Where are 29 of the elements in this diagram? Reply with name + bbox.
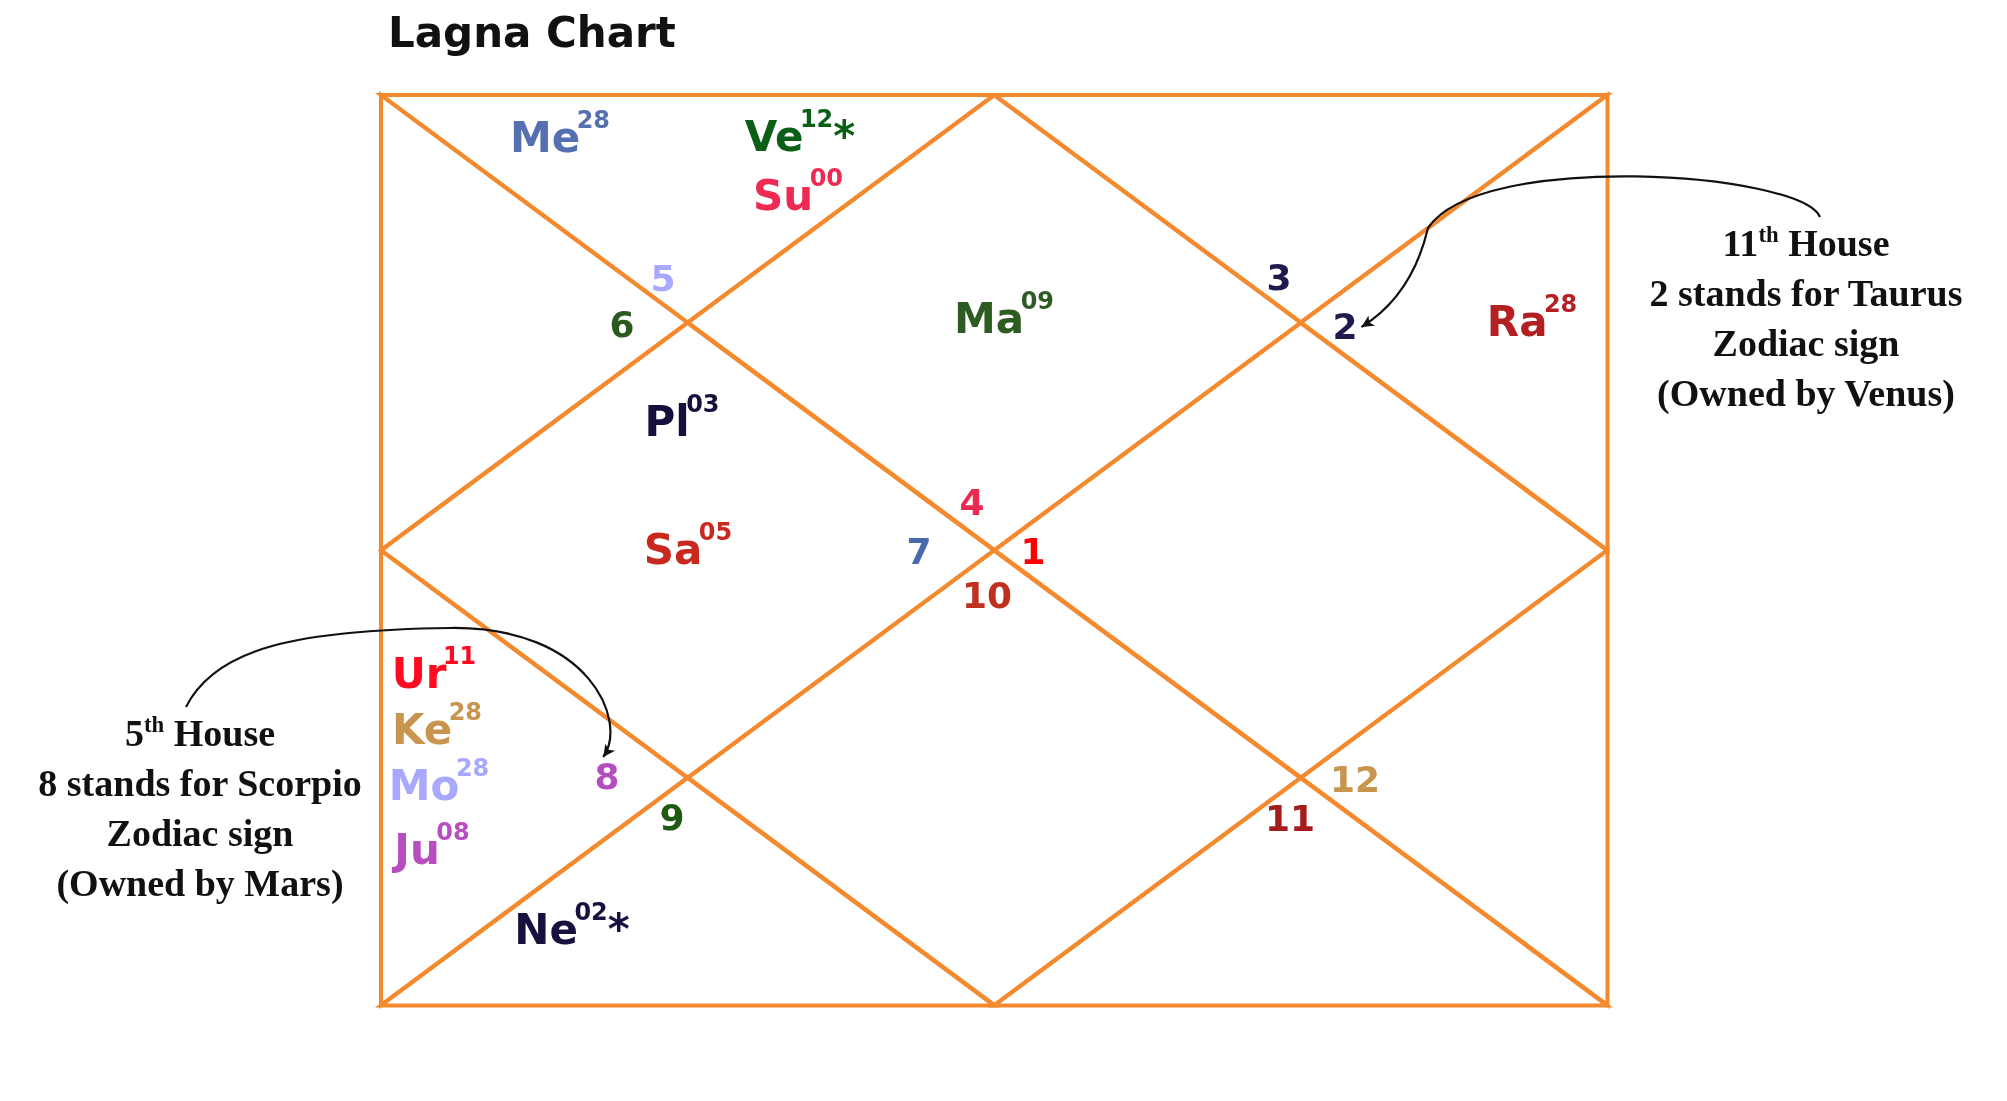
chart-title: Lagna Chart [388, 8, 676, 59]
planet-label: Pl$^{03}$ [644, 393, 720, 443]
sign-number: 8 [594, 759, 620, 795]
sign-number: 12 [1329, 762, 1381, 798]
sign-number: 11 [1264, 801, 1316, 837]
planet-label: Mo$^{28}$ [388, 757, 490, 807]
planet-label: Ma$^{09}$ [954, 290, 1054, 340]
annotation-text: 5$^{th}$ House 8 stands for Scorpio Zodiac sign (Owned by Mars) [38, 708, 362, 908]
sign-number: 5 [650, 261, 676, 297]
sign-number: 6 [609, 307, 635, 343]
annotation-text: 11$^{th}$ House 2 stands for Taurus Zodiac sign (Owned by Venus) [1649, 218, 1963, 418]
sign-number: 3 [1266, 260, 1292, 296]
sign-number: 7 [906, 534, 932, 570]
planet-label: Su$^{00}$ [753, 167, 843, 217]
planet-label: Sa$^{05}$ [643, 521, 733, 571]
leader-arrow [1360, 175, 1821, 328]
planet-label: Ve$^{12}$* [744, 108, 856, 158]
sign-number: 9 [659, 800, 685, 836]
leader-arrow [185, 626, 614, 758]
sign-number: 2 [1332, 309, 1358, 345]
planet-label: Ur$^{11}$ [391, 645, 477, 695]
planet-label: Ra$^{28}$ [1486, 293, 1578, 343]
planet-label: Ne$^{02}$* [514, 901, 630, 951]
planet-label: Ju$^{08}$ [394, 821, 470, 871]
sign-number: 1 [1020, 534, 1046, 570]
sign-number: 4 [959, 485, 985, 521]
planet-label: Ke$^{28}$ [392, 701, 482, 751]
planet-label: Me$^{28}$ [510, 109, 610, 159]
sign-number: 10 [961, 578, 1013, 614]
